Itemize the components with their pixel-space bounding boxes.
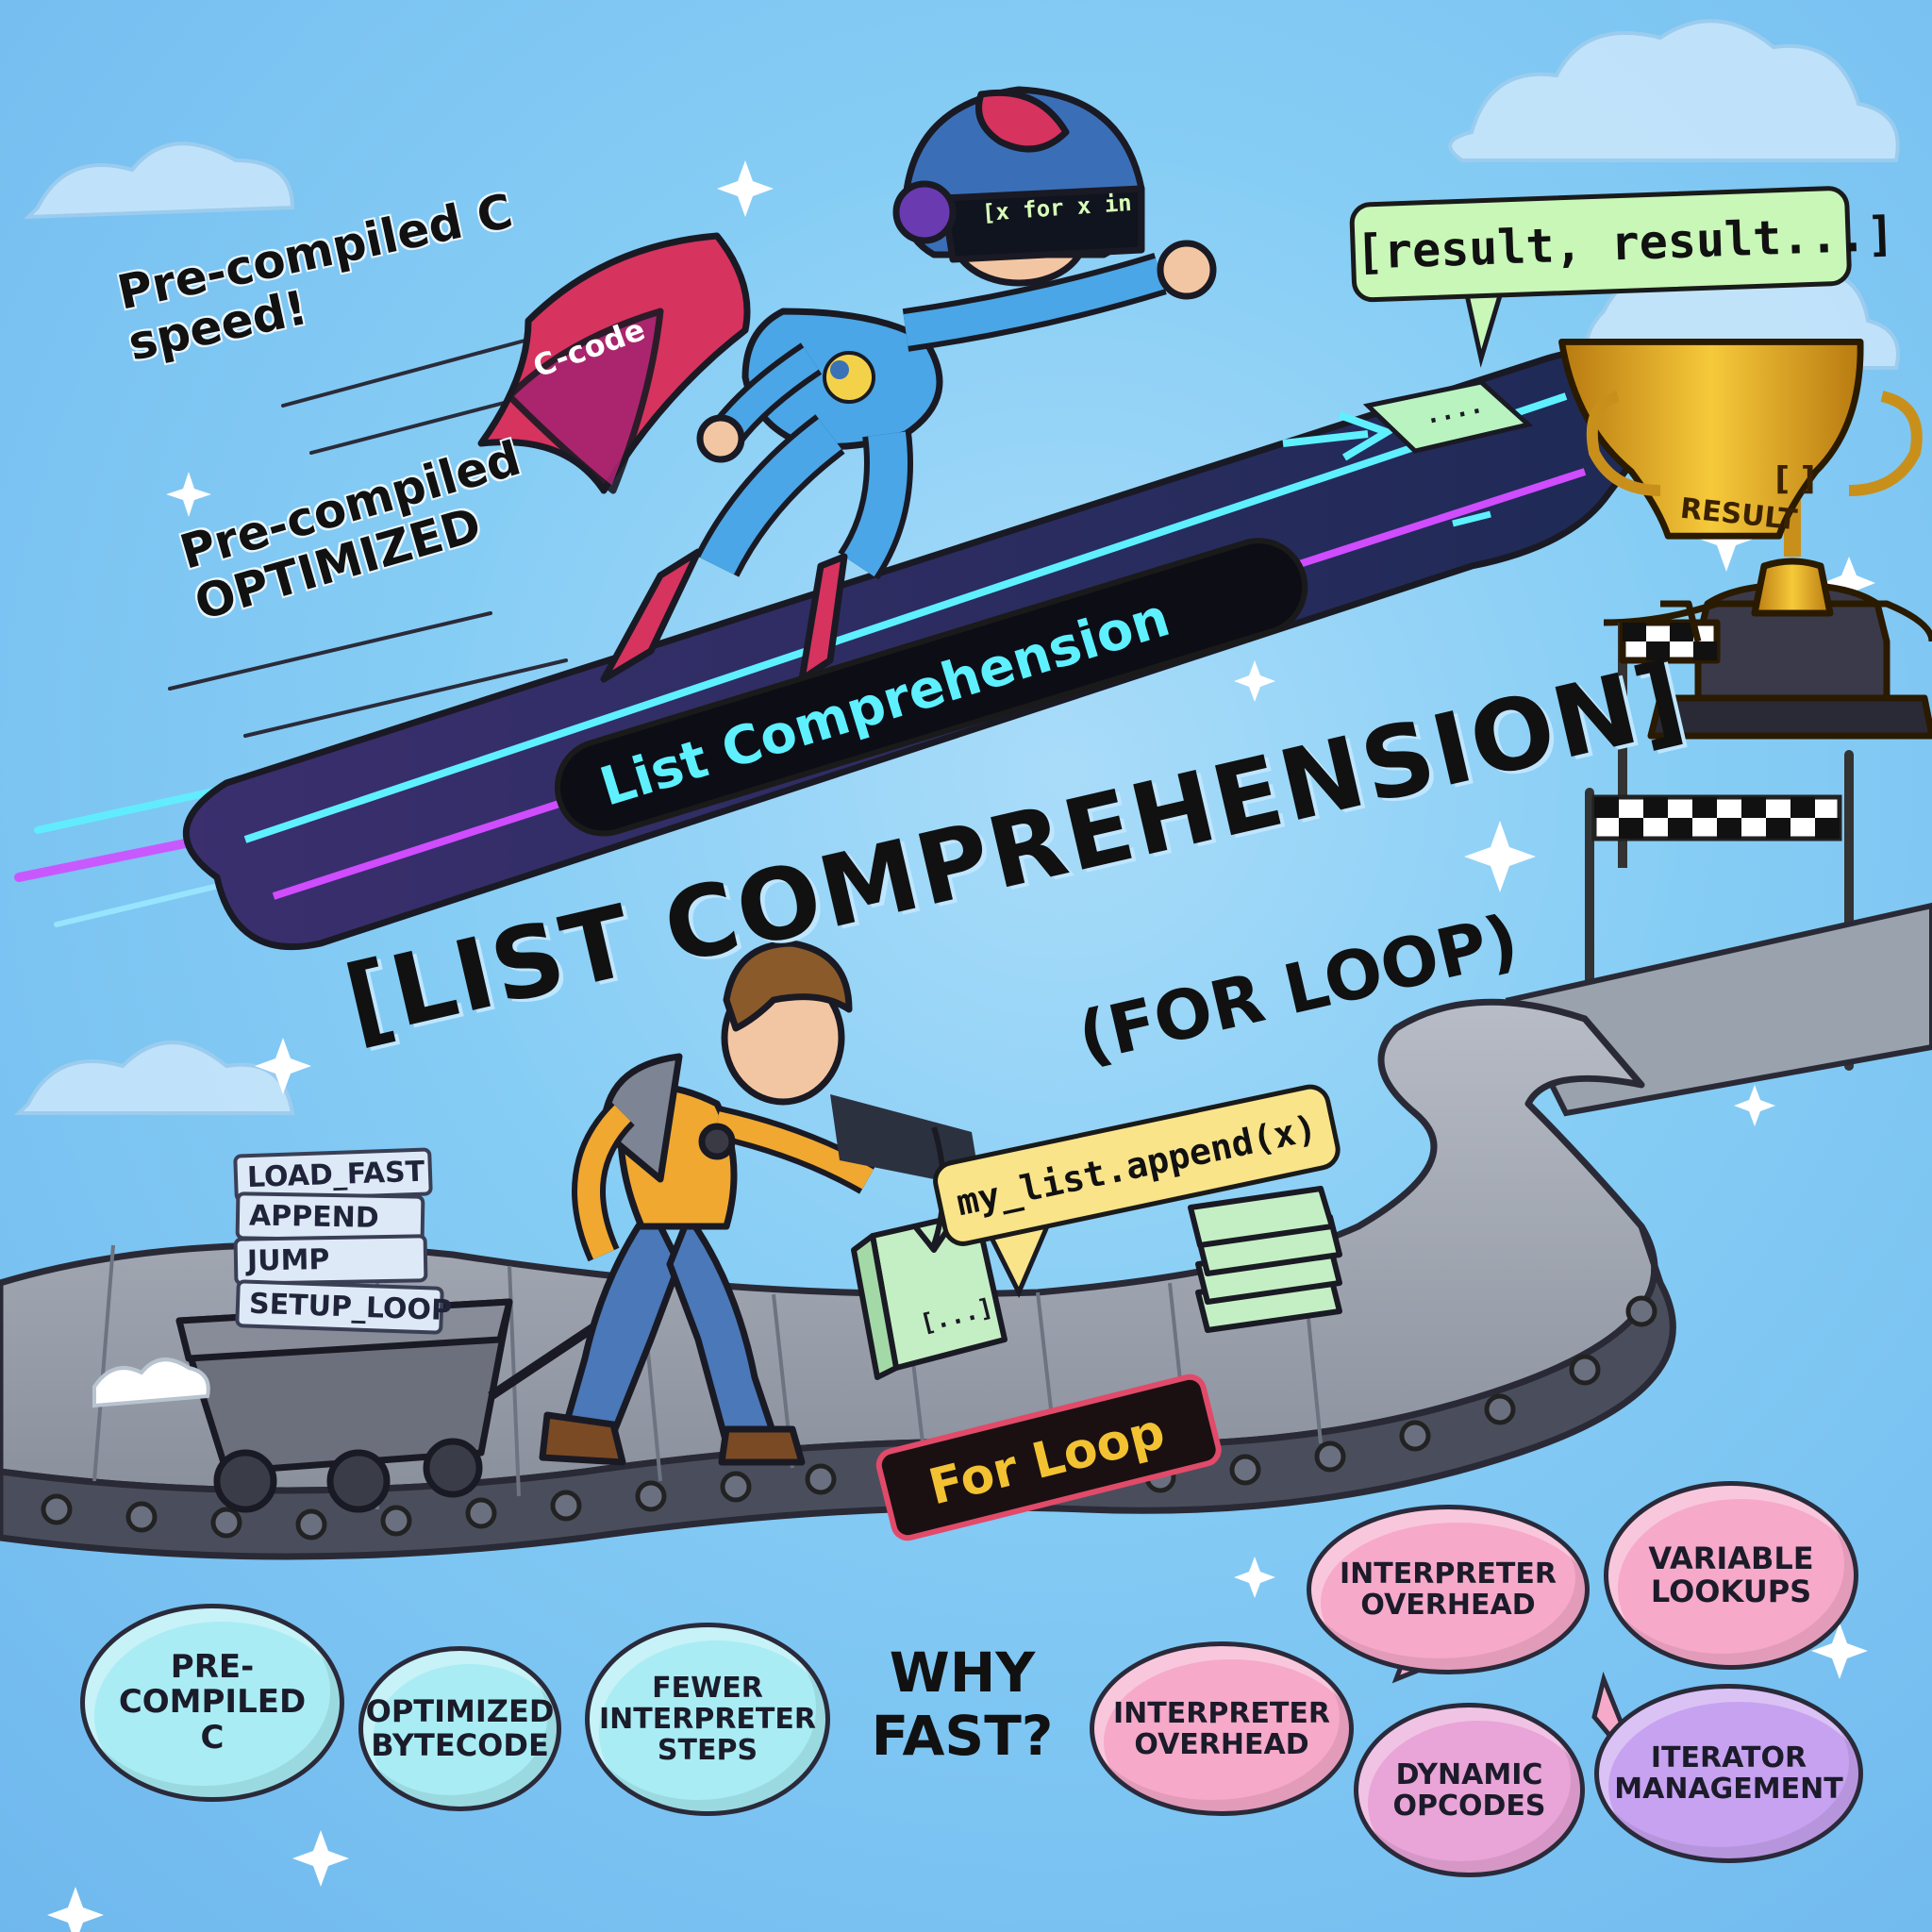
slow-reason-text: INTERPRETER OVERHEAD: [1113, 1696, 1330, 1761]
slow-reason-bubble: ITERATOR MANAGEMENT: [1594, 1684, 1863, 1863]
why-fast-heading: WHY FAST?: [871, 1641, 1054, 1768]
fast-reason-bubble: FEWER INTERPRETER STEPS: [585, 1623, 830, 1816]
bytecode-card: JUMP: [233, 1234, 428, 1286]
list-box-icon: [851, 1126, 1008, 1380]
slow-reason-text: INTERPRETER OVERHEAD: [1340, 1557, 1557, 1622]
fast-reason-text: OPTIMIZED BYTECODE: [365, 1693, 555, 1763]
result-card-icon: [1362, 379, 1534, 454]
tired-boy-figure: [539, 940, 981, 1466]
fast-reason-bubble: PRE-COMPILED C: [80, 1604, 344, 1802]
trophy-brackets: [ ]: [1774, 460, 1816, 498]
slow-reason-text: DYNAMIC OPCODES: [1392, 1757, 1546, 1823]
slow-reason-bubble: VARIABLE LOOKUPS: [1604, 1481, 1858, 1670]
dust-cloud-icon: [92, 1357, 210, 1408]
slow-reason-text: ITERATOR MANAGEMENT: [1614, 1741, 1843, 1806]
fast-reason-bubble: OPTIMIZED BYTECODE: [358, 1646, 561, 1811]
result-speech-bubble: [result, result...]: [1349, 185, 1895, 303]
slow-reason-bubble: DYNAMIC OPCODES: [1354, 1703, 1585, 1877]
bytecode-card: SETUP_LOOP: [235, 1279, 452, 1335]
finish-flag-icon: [1591, 794, 1842, 841]
fast-reason-text: PRE-COMPILED C: [118, 1647, 307, 1757]
slow-reason-bubble: INTERPRETER OVERHEAD: [1307, 1505, 1590, 1674]
fast-reason-text: FEWER INTERPRETER STEPS: [599, 1672, 816, 1767]
slow-reason-text: VARIABLE LOOKUPS: [1648, 1540, 1814, 1609]
superhero-figure: [477, 86, 1217, 683]
card-stack-icon: [1188, 1186, 1342, 1333]
slow-reason-bubble: INTERPRETER OVERHEAD: [1090, 1641, 1354, 1816]
trophy-icon: [1558, 338, 1932, 868]
